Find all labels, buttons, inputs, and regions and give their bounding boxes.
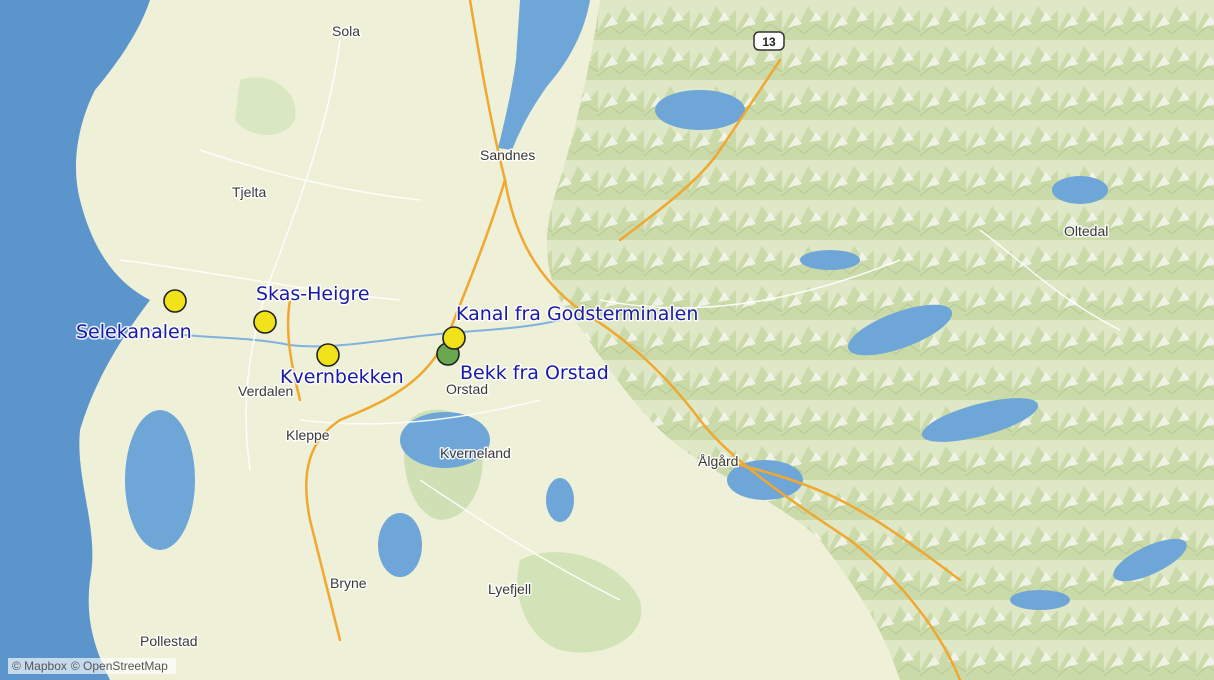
fjord-north bbox=[498, 0, 590, 150]
osm-attribution-link[interactable]: © OpenStreetMap bbox=[70, 659, 168, 673]
map-attribution: © Mapbox© OpenStreetMap bbox=[8, 658, 176, 674]
major-roads bbox=[286, 0, 962, 680]
minor-roads bbox=[119, 39, 1121, 601]
lake bbox=[1052, 176, 1108, 204]
river bbox=[149, 319, 561, 348]
site-markers[interactable] bbox=[163, 289, 466, 367]
mapbox-attribution-link[interactable]: © Mapbox bbox=[12, 659, 67, 673]
site-marker-kanal-fra-godsterminalen[interactable] bbox=[442, 326, 466, 350]
place-label-sandnes: Sandnes bbox=[480, 147, 535, 163]
site-label-kanal-fra-godsterminalen: Kanal fra Godsterminalen bbox=[456, 303, 698, 325]
site-labels: Selekanalen Skas-Heigre Kvernbekken Kana… bbox=[75, 282, 700, 390]
place-label-algard: Ålgård bbox=[698, 453, 738, 469]
lake bbox=[125, 410, 195, 550]
place-label-sola: Sola bbox=[332, 23, 360, 39]
lake bbox=[1010, 590, 1070, 610]
site-marker-kvernbekken[interactable] bbox=[316, 343, 340, 367]
lake bbox=[847, 304, 953, 356]
place-label-lyefjell: Lyefjell bbox=[488, 581, 531, 597]
lake bbox=[1113, 538, 1187, 582]
place-label-oltedal: Oltedal bbox=[1064, 223, 1108, 239]
site-label-selekanalen: Selekanalen bbox=[76, 321, 192, 343]
road-shield-13: 13 bbox=[753, 31, 785, 51]
forest-patch bbox=[517, 552, 642, 653]
place-label-pollestad: Pollestad bbox=[140, 633, 198, 649]
place-label-tjelta: Tjelta bbox=[232, 184, 266, 200]
place-label-verdalen: Verdalen bbox=[238, 383, 293, 399]
lake bbox=[400, 412, 490, 468]
lake bbox=[378, 513, 422, 577]
place-label-bryne: Bryne bbox=[330, 575, 367, 591]
place-labels: Sola Sandnes Tjelta Verdalen Orstad Klep… bbox=[139, 22, 1110, 651]
lake bbox=[800, 250, 860, 270]
lake bbox=[655, 90, 745, 130]
place-label-orstad: Orstad bbox=[446, 381, 488, 397]
forest-patch bbox=[235, 77, 296, 135]
site-marker-selekanalen[interactable] bbox=[163, 289, 187, 313]
lake bbox=[921, 398, 1039, 442]
site-label-skas-heigre: Skas-Heigre bbox=[256, 283, 370, 305]
place-label-kleppe: Kleppe bbox=[286, 427, 330, 443]
place-label-kverneland: Kverneland bbox=[440, 445, 511, 461]
site-label-kvernbekken: Kvernbekken bbox=[280, 366, 404, 388]
svg-text:13: 13 bbox=[762, 35, 776, 49]
site-label-bekk-fra-orstad: Bekk fra Orstad bbox=[460, 362, 609, 384]
lake bbox=[546, 478, 574, 522]
site-marker-skas-heigre[interactable] bbox=[253, 310, 277, 334]
sea bbox=[0, 0, 150, 680]
